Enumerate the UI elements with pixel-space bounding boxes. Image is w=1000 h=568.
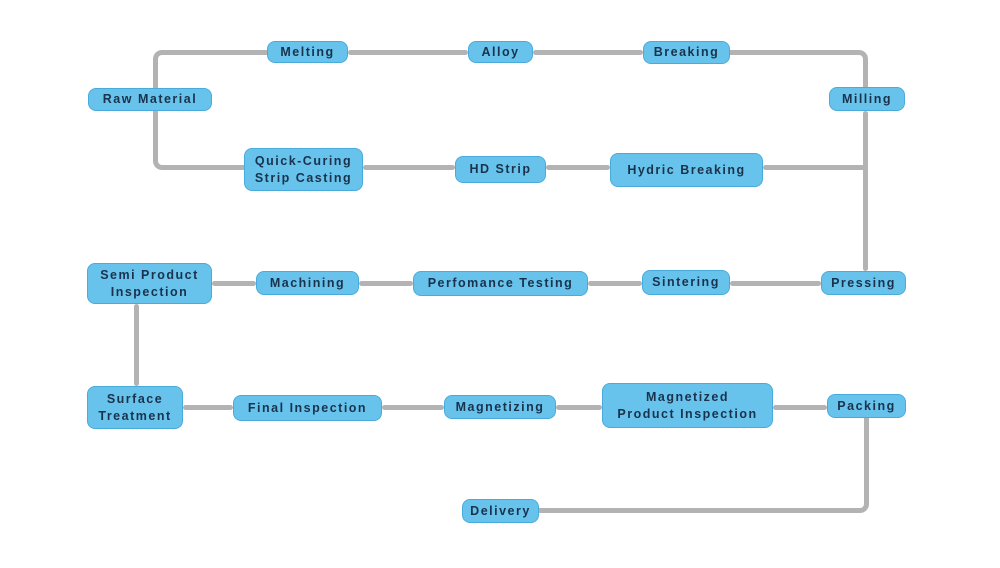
connector-alloy-breaking: [533, 50, 643, 55]
connector-milling-pressing: [863, 111, 868, 271]
node-melting: Melting: [267, 41, 348, 63]
node-raw-material: Raw Material: [88, 88, 212, 111]
connector-quick-curing-hd-strip: [363, 165, 455, 170]
connector-magnetized-product-inspection-packing: [773, 405, 827, 410]
connector-magnetizing-magnetized-product-inspection: [556, 405, 602, 410]
node-pressing: Pressing: [821, 271, 906, 295]
connector-raw-material-melting: [153, 50, 267, 88]
connector-final-inspection-magnetizing: [382, 405, 444, 410]
connector-machining-semi-product-inspection: [212, 281, 256, 286]
connector-raw-material-quick-curing: [153, 111, 244, 170]
node-hydric-breaking: Hydric Breaking: [610, 153, 763, 187]
connector-hd-strip-hydric-breaking: [546, 165, 610, 170]
connector-melting-alloy: [348, 50, 468, 55]
connector-semi-product-inspection-surface-treatment: [134, 304, 139, 386]
node-magnetizing: Magnetizing: [444, 395, 556, 419]
node-machining: Machining: [256, 271, 359, 295]
node-hd-strip: HD Strip: [455, 156, 546, 183]
node-semi-product-inspection: Semi Product Inspection: [87, 263, 212, 304]
node-milling: Milling: [829, 87, 905, 111]
node-quick-curing-strip-casting: Quick-Curing Strip Casting: [244, 148, 363, 191]
node-packing: Packing: [827, 394, 906, 418]
node-delivery: Delivery: [462, 499, 539, 523]
connector-packing-delivery: [539, 418, 869, 513]
connector-sintering-perfomance-testing: [588, 281, 642, 286]
connector-surface-treatment-final-inspection: [183, 405, 233, 410]
connector-breaking-milling: [730, 50, 868, 87]
node-breaking: Breaking: [643, 41, 730, 64]
node-perfomance-testing: Perfomance Testing: [413, 271, 588, 296]
connector-hydric-breaking-junction: [763, 165, 868, 170]
node-sintering: Sintering: [642, 270, 730, 295]
node-alloy: Alloy: [468, 41, 533, 63]
node-final-inspection: Final Inspection: [233, 395, 382, 421]
node-surface-treatment: Surface Treatment: [87, 386, 183, 429]
connector-perfomance-testing-machining: [359, 281, 413, 286]
connector-pressing-sintering: [730, 281, 821, 286]
node-magnetized-product-inspection: Magnetized Product Inspection: [602, 383, 773, 428]
